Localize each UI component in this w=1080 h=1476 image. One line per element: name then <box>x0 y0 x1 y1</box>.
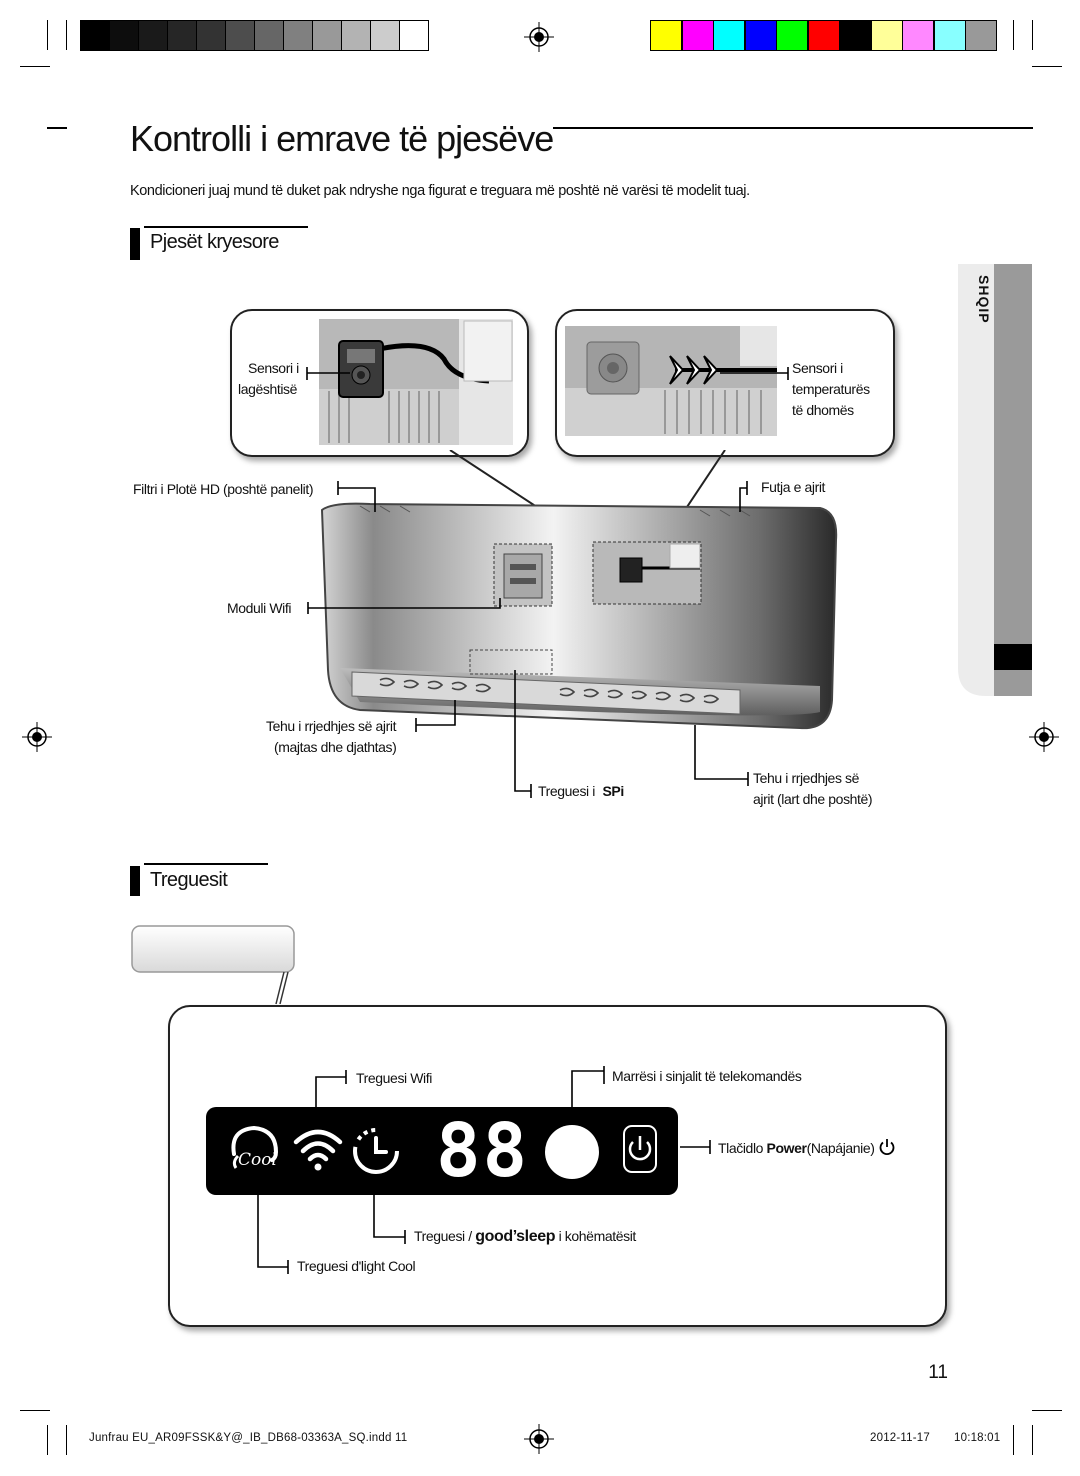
intro-text: Kondicioneri juaj mund të duket pak ndry… <box>130 183 750 199</box>
section-heading-main: Pjesët kryesore <box>150 231 279 253</box>
power-button-label: Tlačidlo Power(Napájanie) <box>718 1138 896 1159</box>
receiver-label: Marrësi i sinjalit të telekomandës <box>612 1068 802 1084</box>
gray-swatch <box>312 20 342 51</box>
filter-label: Filtri i Plotë HD (poshtë panelit) <box>133 481 314 497</box>
timer-icon <box>353 1128 399 1174</box>
registration-mark-bottom <box>524 1424 554 1454</box>
section-bar-main <box>130 228 140 260</box>
gray-swatch <box>283 20 313 51</box>
title-rule-right <box>553 127 1033 129</box>
spi-indicator-label: Treguesi i SPi <box>538 781 624 802</box>
color-swatch <box>807 20 840 51</box>
indicator-display-panel <box>206 1107 678 1195</box>
temperature-sensor-label-line1: Sensori i <box>792 360 843 376</box>
remote-receiver <box>545 1125 599 1179</box>
page-number: 11 <box>928 1362 948 1383</box>
power-button-icon[interactable] <box>622 1124 658 1174</box>
color-swatch <box>870 20 903 51</box>
ud-blade-label-line1: Tehu i rrjedhjes së <box>753 770 860 786</box>
registration-mark-right <box>1029 722 1059 752</box>
language-side-tab <box>958 264 1032 696</box>
timer-indicator-label: Treguesi / good’sleep i kohëmatësit <box>414 1226 636 1247</box>
temperature-sensor-illustration <box>565 326 777 436</box>
gray-swatch <box>225 20 255 51</box>
color-swatch <box>965 20 997 51</box>
section-heading-indicators: Treguesit <box>150 869 228 891</box>
title-rule-left <box>47 127 67 129</box>
air-inlet-label: Futja e ajrit <box>761 479 826 495</box>
color-swatch <box>902 20 934 51</box>
footer-time: 10:18:01 <box>954 1432 1001 1444</box>
dlight-cool-logo: Cool <box>238 1150 277 1170</box>
spi-indicator-text: Treguesi i <box>538 783 595 799</box>
humidity-sensor-label-line2: lagështisë <box>238 381 298 397</box>
color-swatch <box>839 20 871 51</box>
humidity-sensor-illustration <box>319 319 513 445</box>
power-label-prefix: Tlačidlo <box>718 1140 764 1156</box>
gray-swatch <box>196 20 226 51</box>
footer-file-name: Junfrau EU_AR09FSSK&Y@_IB_DB68-03363A_SQ… <box>89 1432 408 1444</box>
section-bar-indicators <box>130 866 140 896</box>
gray-swatch <box>254 20 284 51</box>
timer-label-prefix: Treguesi / <box>414 1228 472 1244</box>
gray-swatch <box>167 20 197 51</box>
color-swatch <box>744 20 777 51</box>
dlight-cool-icon <box>231 1125 279 1169</box>
page-title: Kontrolli i emrave të pjesëve <box>130 118 554 159</box>
wifi-indicator-label: Treguesi Wifi <box>356 1070 432 1086</box>
color-swatch <box>713 20 745 51</box>
power-symbol-icon <box>879 1139 895 1156</box>
gray-swatch <box>109 20 139 51</box>
timer-label-suffix: i kohëmatësit <box>558 1228 637 1244</box>
color-swatch <box>681 20 714 51</box>
temperature-sensor-label-line3: të dhomës <box>792 402 854 418</box>
gray-swatch <box>80 20 110 51</box>
power-label-suffix: (Napájanie) <box>806 1140 875 1156</box>
wifi-icon <box>293 1129 343 1171</box>
color-swatch <box>933 20 966 51</box>
seven-segment-display: 88 <box>436 1108 530 1194</box>
registration-mark-top <box>524 22 554 52</box>
good-sleep-logo: good’sleep <box>475 1228 556 1245</box>
section-rule-main <box>144 226 308 228</box>
color-swatch <box>650 20 682 51</box>
gray-swatch <box>399 20 429 51</box>
section-rule-indicators <box>144 863 268 865</box>
dlight-cool-label: Treguesi d'light Cool <box>297 1258 416 1274</box>
wifi-module-label: Moduli Wifi <box>227 600 292 616</box>
power-label-bold: Power <box>766 1140 807 1156</box>
indicator-unit-thumbnail <box>131 925 295 1005</box>
gray-swatch <box>341 20 371 51</box>
lr-blade-label-line2: (majtas dhe djathtas) <box>274 739 397 755</box>
air-conditioner-illustration <box>320 450 838 730</box>
ud-blade-label-line2: ajrit (lart dhe poshtë) <box>753 791 873 807</box>
spi-logo: SPi <box>602 783 624 799</box>
lr-blade-label-line1: Tehu i rrjedhjes së ajrit <box>266 718 397 734</box>
gray-swatch <box>370 20 400 51</box>
language-label: SHQIP <box>976 275 992 324</box>
footer-date: 2012-11-17 <box>870 1432 930 1444</box>
temperature-sensor-label-line2: temperaturës <box>792 381 870 397</box>
registration-mark-left <box>22 722 52 752</box>
humidity-sensor-label-line1: Sensori i <box>248 360 299 376</box>
color-swatch <box>776 20 808 51</box>
gray-swatch <box>138 20 168 51</box>
